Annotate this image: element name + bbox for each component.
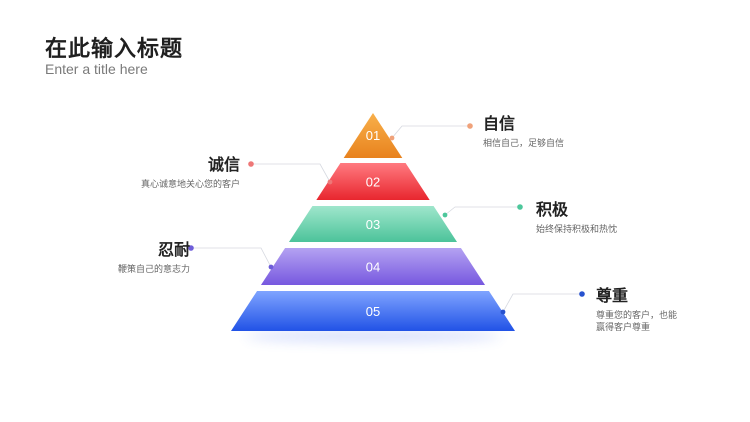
tier-number-label: 03	[366, 217, 380, 232]
pyramid-tier-1	[343, 113, 403, 158]
connector-anchor-dot	[327, 179, 333, 185]
annotation-positivity: 积极 始终保持积极和热忱	[536, 196, 617, 236]
connector-dot	[188, 245, 194, 251]
annotation-respect: 尊重 尊重您的客户，也能赢得客户尊重	[596, 282, 682, 334]
connector-dot	[579, 291, 585, 297]
connector-anchor-dot	[389, 135, 395, 141]
connector-dot	[248, 161, 254, 167]
connector-dot	[467, 123, 473, 129]
connector-line	[391, 125, 470, 139]
annotation-integrity: 诚信 真心诚意地关心您的客户	[141, 151, 240, 191]
page-subtitle: Enter a title here	[45, 61, 148, 77]
pyramid-shadow	[245, 330, 501, 342]
tier-number-label: 05	[366, 304, 380, 319]
annotation-desc: 相信自己，足够自信	[483, 139, 565, 149]
connector-anchor-dot	[268, 264, 274, 270]
connector-line	[251, 163, 331, 183]
connector-line	[191, 247, 272, 268]
tier-number-label: 04	[366, 260, 380, 275]
annotation-title: 诚信	[207, 155, 240, 174]
annotation-desc: 始终保持积极和热忱	[536, 225, 618, 235]
page-title: 在此输入标题	[45, 37, 184, 62]
connector-line	[444, 206, 520, 216]
tier-number-label: 02	[366, 175, 380, 190]
connector-anchor-dot	[500, 309, 506, 315]
annotation-desc: 尊重您的客户，也能赢得客户尊重	[596, 311, 678, 333]
annotation-title: 自信	[483, 114, 516, 133]
tier-number-label: 01	[366, 128, 380, 143]
pyramid-tier-2	[316, 163, 430, 200]
annotation-title: 积极	[536, 200, 569, 219]
connector-dot	[517, 204, 523, 210]
annotation-title: 尊重	[596, 286, 629, 305]
annotation-title: 忍耐	[157, 240, 190, 259]
connector-anchor-dot	[442, 212, 448, 218]
annotation-desc: 鞭策自己的意志力	[117, 265, 190, 275]
annotation-confidence: 自信 相信自己，足够自信	[483, 110, 564, 150]
pyramid-tier-4	[260, 248, 486, 285]
annotation-desc: 真心诚意地关心您的客户	[140, 180, 240, 190]
pyramid-tier-3	[288, 206, 458, 242]
pyramid-tier-5	[231, 291, 515, 331]
annotation-patience: 忍耐 鞭策自己的意志力	[118, 236, 190, 276]
connector-line	[502, 293, 582, 313]
